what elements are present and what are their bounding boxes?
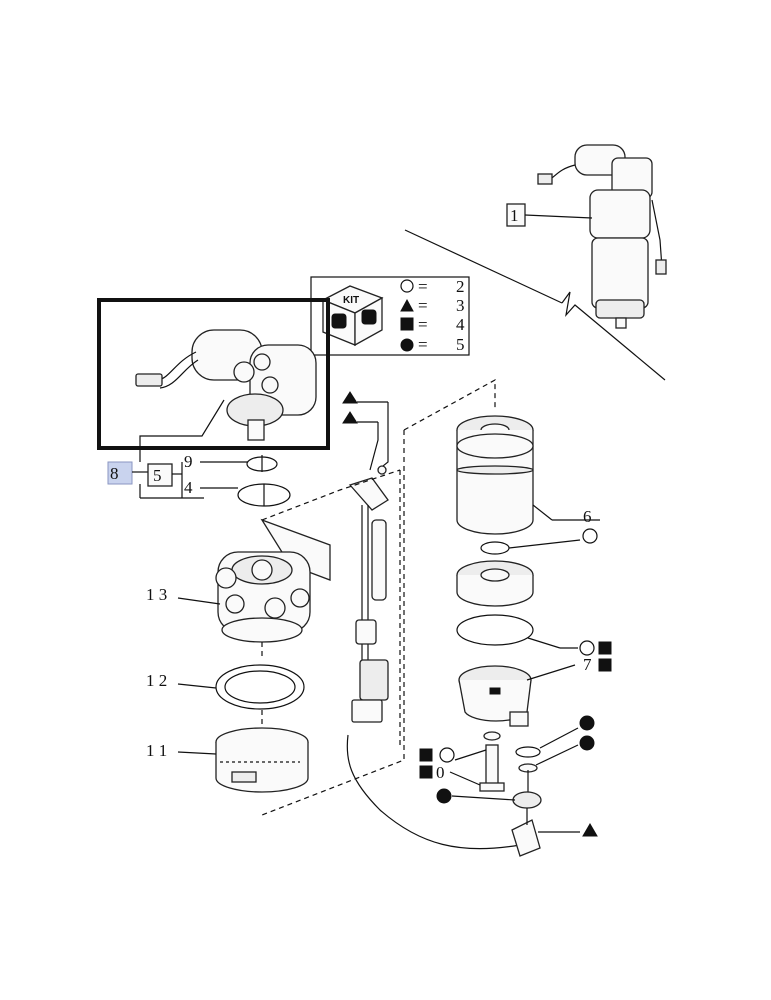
legend-number-4: 4 bbox=[456, 315, 465, 334]
triangle-symbol bbox=[400, 298, 414, 312]
callout-9: 9 bbox=[184, 452, 193, 471]
highlight-box bbox=[97, 298, 330, 450]
electric-pump bbox=[135, 329, 317, 441]
square-symbol bbox=[400, 317, 414, 331]
filter-element bbox=[456, 415, 534, 535]
circle-outline-symbol bbox=[400, 279, 414, 293]
assembly-guides bbox=[261, 378, 496, 816]
callout-6: 6 bbox=[583, 507, 592, 526]
circle-outline-symbol-7 bbox=[579, 640, 595, 656]
svg-text:=: = bbox=[418, 335, 428, 354]
o-ring-bowl bbox=[456, 614, 534, 646]
svg-text:=: = bbox=[418, 315, 428, 334]
circle-outline-symbol-10 bbox=[439, 747, 455, 763]
callout-1: 1 bbox=[510, 206, 519, 225]
callout-group-8: 8 5 9 4 bbox=[107, 452, 248, 499]
filter-head-stack: 1 3 1 2 1 1 bbox=[146, 455, 331, 793]
seal-ring-inner bbox=[224, 670, 296, 704]
callout-11: 1 1 bbox=[146, 741, 167, 760]
circle-outline-symbol-6 bbox=[582, 528, 598, 544]
svg-text:=: = bbox=[418, 296, 428, 315]
spring-housing bbox=[456, 560, 534, 607]
kit-legend: KIT = 2 = 3 = 4 = 5 bbox=[310, 276, 470, 356]
circle-filled-symbol-c bbox=[436, 788, 452, 804]
square-symbol-7a bbox=[598, 641, 612, 655]
o-ring-element bbox=[480, 541, 510, 555]
callout-4: 4 bbox=[184, 478, 193, 497]
square-symbol-10b bbox=[419, 765, 433, 779]
filter-head bbox=[215, 518, 331, 643]
triangle-symbol-1 bbox=[342, 391, 358, 404]
triangle-symbol-2 bbox=[342, 411, 358, 424]
triangle-symbol-3 bbox=[582, 823, 598, 837]
callout-10: 0 bbox=[436, 763, 445, 782]
assembled-filter-view: 1 bbox=[404, 144, 667, 381]
kit-label: KIT bbox=[343, 295, 359, 306]
callout-8: 8 bbox=[110, 464, 119, 483]
callout-5: 5 bbox=[153, 466, 162, 485]
square-symbol-7b bbox=[598, 658, 612, 672]
legend-number-2: 2 bbox=[456, 277, 465, 296]
svg-text:=: = bbox=[418, 277, 428, 296]
kit-box-icon bbox=[321, 285, 384, 347]
callout-5-box bbox=[147, 463, 173, 487]
ring-nut bbox=[215, 727, 309, 793]
callout-13: 1 3 bbox=[146, 585, 167, 604]
circle-filled-symbol-a bbox=[579, 715, 595, 731]
sensor-wiring bbox=[342, 391, 389, 723]
seal-ring-outer bbox=[215, 664, 305, 710]
filter-element-stack: 6 7 bbox=[419, 415, 612, 825]
square-symbol-10a bbox=[419, 748, 433, 762]
circle-filled-symbol bbox=[400, 338, 414, 352]
callout-7: 7 bbox=[583, 655, 592, 674]
callout-8-box bbox=[107, 461, 133, 485]
circle-filled-symbol-b bbox=[579, 735, 595, 751]
legend-number-3: 3 bbox=[456, 296, 465, 315]
filter-bowl bbox=[458, 665, 532, 727]
legend-number-5: 5 bbox=[456, 335, 465, 354]
callout-12: 1 2 bbox=[146, 671, 167, 690]
